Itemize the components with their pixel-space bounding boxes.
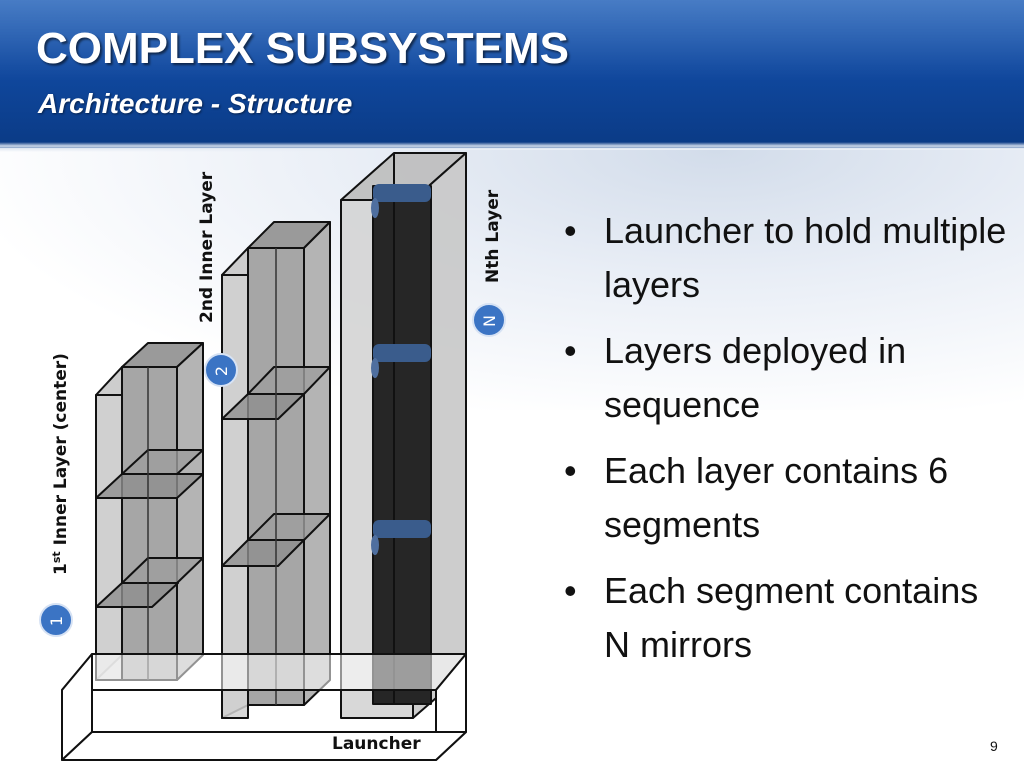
layer-n-dark-core [372, 185, 432, 705]
bullet-item: • Each layer contains 6 segments [562, 444, 1012, 552]
bullet-dot: • [564, 210, 577, 251]
bullet-dot: • [564, 330, 577, 371]
layer-n-mirror-bar [373, 344, 431, 362]
bullet-list: • Launcher to hold multiple layers • Layer… [562, 204, 1012, 684]
layer-1-label-text: Inner Layer (center) [51, 353, 71, 551]
layer-2-stack [221, 221, 331, 719]
bullet-text: Launcher to hold multiple layers [604, 210, 1007, 305]
bullet-item: • Launcher to hold multiple layers [562, 204, 1012, 312]
title-banner-edge [0, 142, 1024, 152]
layer-2-segment-plate [247, 513, 331, 541]
layer-2-badge-text: 2 [212, 366, 231, 376]
layer-1-label-ordinal: 1 [51, 563, 71, 575]
launcher-label: Launcher [332, 734, 421, 754]
layer-n-mirror-bar [373, 184, 431, 202]
layer-2-inner-column-side [303, 221, 331, 706]
layer-n-badge-text: N [480, 315, 499, 327]
bullet-item: • Each segment contains N mirrors [562, 564, 1012, 672]
layer-2-segment-plate [247, 366, 331, 395]
layer-1-shell-front [95, 394, 123, 681]
layer-1-label: 1st Inner Layer (center) [50, 353, 71, 575]
launcher-bottom-edge [61, 731, 467, 761]
bullet-dot: • [564, 570, 577, 611]
layer-2-label: 2nd Inner Layer [197, 171, 217, 323]
layer-structure-diagram: Launcher 1st Inner Layer (center) 2nd In… [39, 152, 506, 761]
launcher-base: Launcher [61, 653, 467, 761]
bullet-dot: • [564, 450, 577, 491]
bullet-item: • Layers deployed in sequence [562, 324, 1012, 432]
layer-1-segment-plate [95, 473, 204, 499]
bullet-text: Layers deployed in sequence [604, 330, 907, 425]
layer-1-stack [95, 342, 204, 681]
layer-n-mirror-bar [373, 520, 431, 538]
launcher-top-face [61, 653, 467, 691]
layer-1-label-superscript: st [50, 551, 63, 563]
bullet-text: Each layer contains 6 segments [604, 450, 949, 545]
bullet-text: Each segment contains N mirrors [604, 570, 979, 665]
slide-title: COMPLEX SUBSYSTEMS [36, 24, 569, 73]
layer-1-segment-plate [121, 449, 204, 475]
page-number: 9 [990, 738, 998, 754]
layer-1-badge: 1 [39, 603, 73, 637]
slide-subtitle: Architecture - Structure [38, 88, 353, 119]
layer-n-label: Nth Layer [483, 189, 503, 283]
layer-1-segment-plate [121, 557, 204, 584]
layer-1-inner-column-front [121, 366, 178, 681]
layer-2-badge: 2 [204, 353, 238, 387]
layer-2-shell-front [221, 274, 249, 719]
title-banner [0, 0, 1024, 148]
layer-1-inner-column-side [176, 342, 204, 681]
layer-1-badge-text: 1 [47, 616, 66, 626]
layer-n-stack [340, 152, 467, 719]
title-banner-shine [0, 0, 1024, 148]
layer-n-badge: N [472, 303, 506, 337]
